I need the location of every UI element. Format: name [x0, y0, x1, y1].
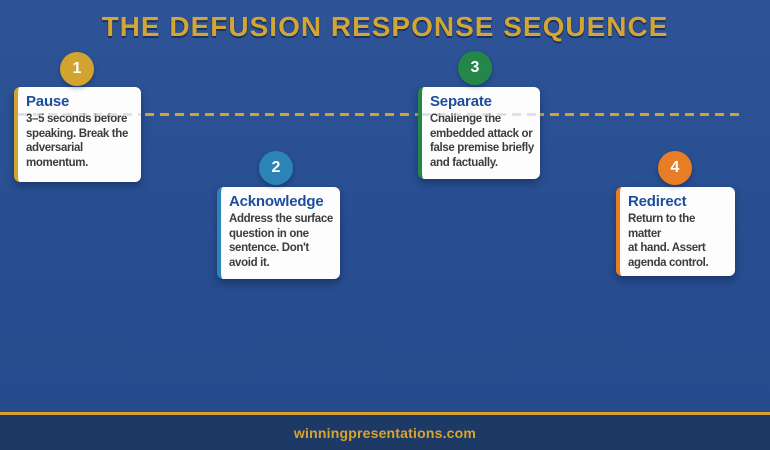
- step-3-number-badge: 3: [458, 51, 492, 85]
- step-3-title: Separate: [430, 93, 492, 110]
- step-1-number-badge: 1: [60, 52, 94, 86]
- step-1-title: Pause: [26, 93, 70, 110]
- step-1-description: 3–5 seconds before speaking. Break the a…: [26, 113, 129, 169]
- step-4-card: Redirect Return to the matter at hand. A…: [616, 187, 735, 276]
- footer-divider-line: [0, 412, 770, 415]
- step-2-title: Acknowledge: [229, 193, 324, 210]
- step-1-card: Pause 3–5 seconds before speaking. Break…: [14, 87, 141, 182]
- footer-website-text: winningpresentations.com: [293, 424, 477, 441]
- step-3-card: Separate Challenge the embedded attack o…: [418, 87, 540, 179]
- step-2-number-badge: 2: [259, 151, 293, 185]
- step-2-description: Address the surface question in one sent…: [229, 213, 333, 269]
- page-title: THE DEFUSION RESPONSE SEQUENCE: [101, 11, 669, 42]
- step-4-title: Redirect: [628, 193, 687, 210]
- step-3-description: Challenge the embedded attack or false p…: [430, 113, 534, 169]
- step-4-description: Return to the matter at hand. Assert age…: [628, 213, 709, 269]
- footer-bar: winningpresentations.com: [0, 415, 770, 450]
- step-2-card: Acknowledge Address the surface question…: [217, 187, 340, 279]
- step-4-number-badge: 4: [658, 151, 692, 185]
- timeline-dashed-line: [40, 113, 742, 116]
